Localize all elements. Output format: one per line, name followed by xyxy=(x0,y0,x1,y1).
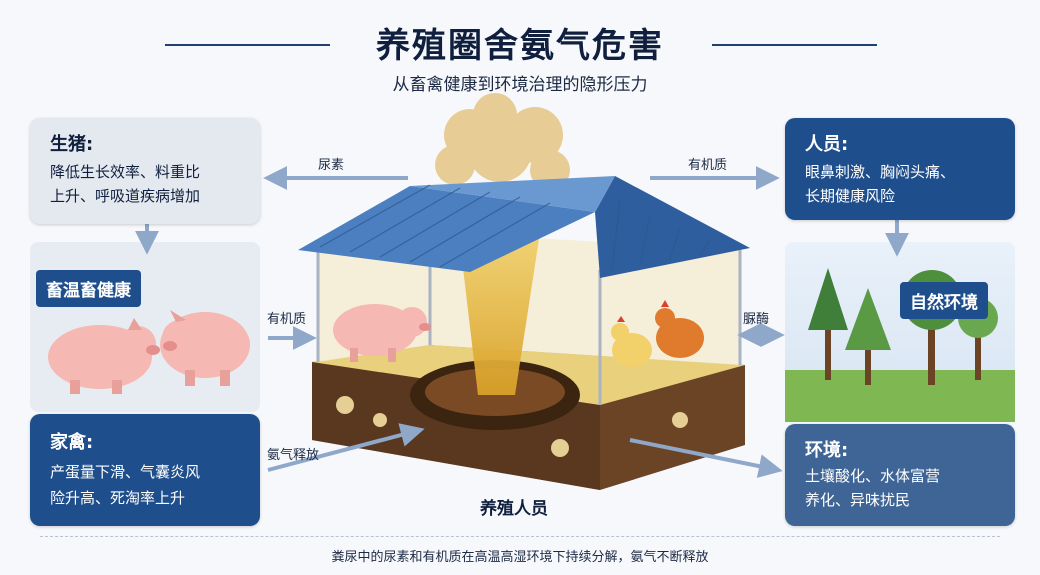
env-card-line1: 土壤酸化、水体富营 xyxy=(805,467,941,485)
barn-pig-icon xyxy=(333,304,431,362)
people-impact-card: 人员: 眼鼻刺激、胸闷头痛、 长期健康风险 xyxy=(785,118,1015,220)
center-caption: 养殖人员 xyxy=(480,499,548,519)
page-subtitle: 从畜禽健康到环境治理的隐形压力 xyxy=(392,75,648,95)
footer-note: 粪尿中的尿素和有机质在高温高湿环境下持续分解，氨气不断释放 xyxy=(331,550,709,565)
pig-card-line1: 降低生长效率、料重比 xyxy=(50,163,201,181)
title-rule-left xyxy=(165,44,330,46)
environment-impact-card: 环境: 土壤酸化、水体富营 养化、异味扰民 xyxy=(785,424,1015,526)
people-card-line1: 眼鼻刺激、胸闷头痛、 xyxy=(805,163,956,181)
chicken-icons xyxy=(611,300,704,367)
footer-divider xyxy=(40,536,1000,537)
arrow-label-ammonia-release: 氨气释放 xyxy=(267,448,320,463)
people-card-heading: 人员: xyxy=(805,134,849,155)
pig-card-line2: 上升、呼吸道疾病增加 xyxy=(50,187,201,205)
arrow-env xyxy=(629,438,783,478)
poultry-card-line2: 险升高、死淘率上升 xyxy=(50,489,186,507)
poultry-card-heading: 家禽: xyxy=(50,432,94,453)
nature-environment-label: 自然环境 xyxy=(900,282,988,319)
people-card-line2: 长期健康风险 xyxy=(805,187,896,205)
arrow-ammonia-release xyxy=(267,423,425,472)
arrow-label-urea: 尿素 xyxy=(318,158,345,173)
ammonia-cloud xyxy=(435,93,570,190)
env-card-line2: 养化、异味扰民 xyxy=(805,491,911,509)
barn-roof-left xyxy=(298,186,595,272)
arrow-label-organic-top: 有机质 xyxy=(688,158,728,173)
pig-left-icon xyxy=(48,318,160,394)
barn-roof-right xyxy=(595,176,750,278)
page-title: 养殖圈舍氨气危害 xyxy=(376,26,664,66)
livestock-health-label: 畜温畜健康 xyxy=(36,270,141,307)
env-card-heading: 环境: xyxy=(805,440,849,461)
arrow-label-organic-left: 有机质 xyxy=(267,312,307,327)
pig-right-icon xyxy=(160,310,250,386)
poultry-impact-card: 家禽: 产蛋量下滑、气囊炎风 险升高、死淘率上升 xyxy=(30,414,260,526)
poultry-card-line1: 产蛋量下滑、气囊炎风 xyxy=(50,463,201,481)
arrow-label-urease: 脲酶 xyxy=(743,312,770,327)
title-rule-right xyxy=(712,44,877,46)
pig-card-heading: 生猪: xyxy=(50,134,94,155)
pig-impact-card: 生猪: 降低生长效率、料重比 上升、呼吸道疾病增加 xyxy=(30,118,260,224)
